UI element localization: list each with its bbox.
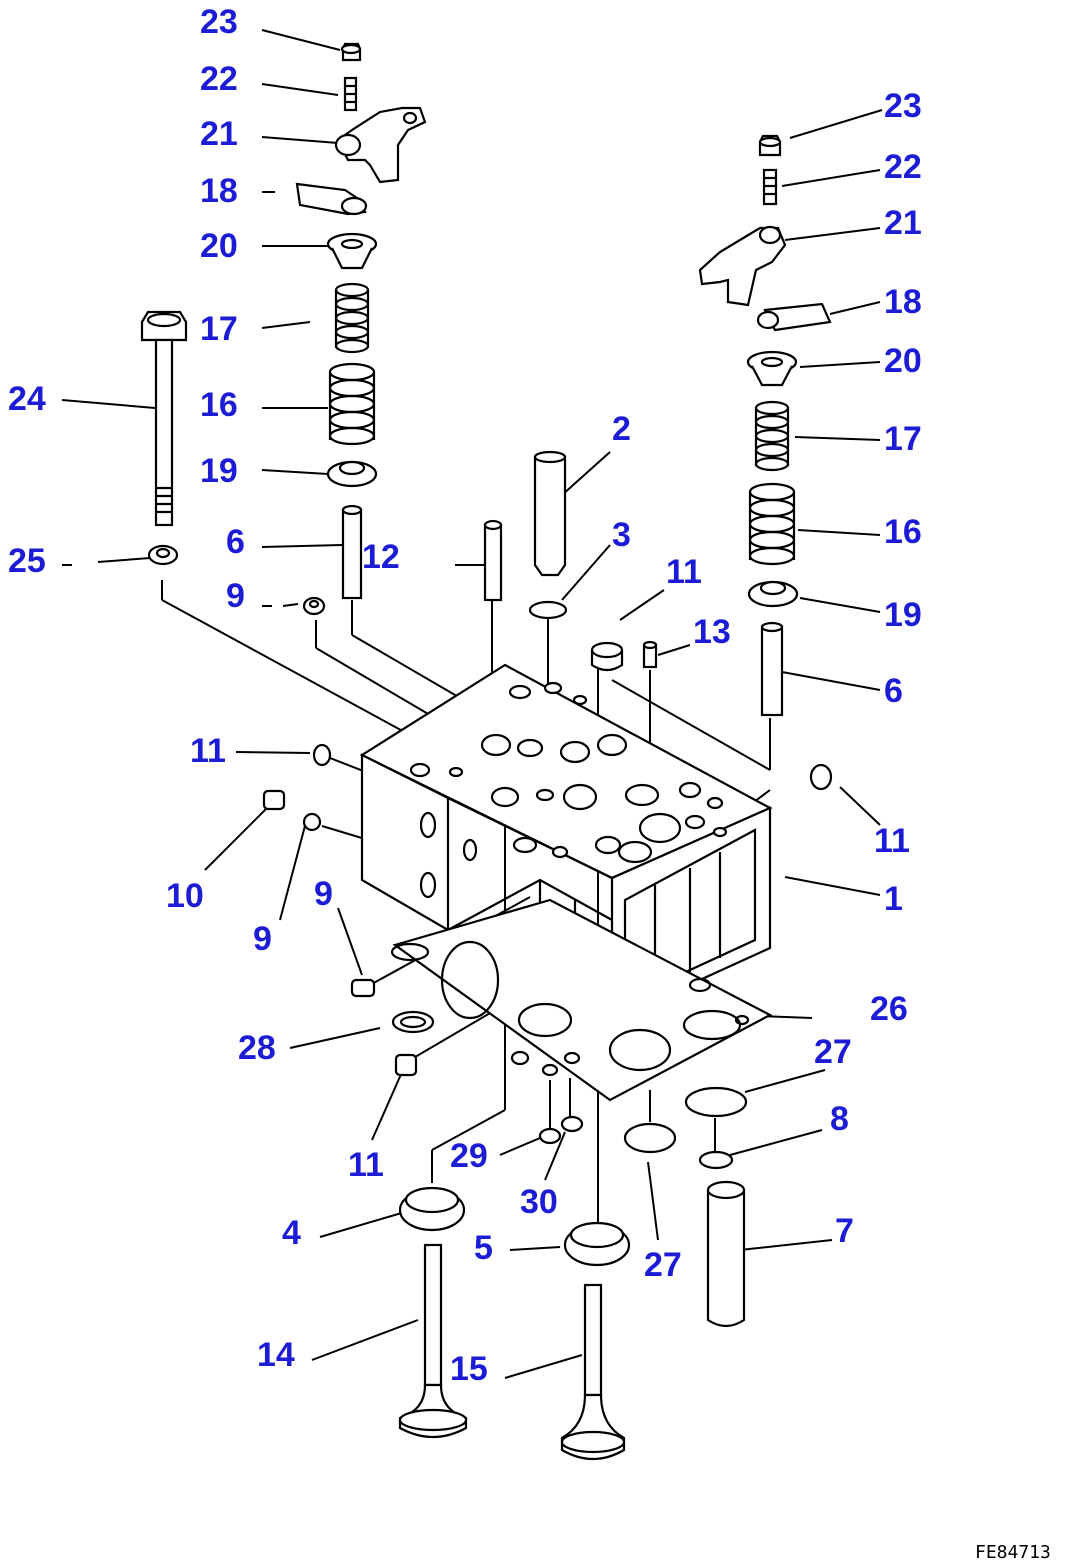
- ring-part-27-right: [684, 1086, 748, 1118]
- callout-5: 5: [474, 1229, 493, 1267]
- plug-part-11-left: [312, 743, 332, 767]
- callout-19-left: 19: [200, 452, 238, 490]
- callout-17-right: 17: [884, 420, 922, 458]
- callout-19-right: 19: [884, 596, 922, 634]
- callout-22-left: 22: [200, 60, 238, 98]
- outer-spring-part-16-left: [328, 362, 376, 446]
- plug-part-10: [262, 789, 286, 811]
- ring-part-27-left: [623, 1122, 677, 1154]
- right-valve-train: [698, 134, 832, 717]
- callout-13: 13: [693, 613, 731, 651]
- rocker-arm-part-21-left: [334, 106, 427, 184]
- callout-22-right: 22: [884, 148, 922, 186]
- washer-part-30: [560, 1115, 584, 1133]
- callout-21-right: 21: [884, 204, 922, 242]
- pin-part-12: [483, 519, 503, 602]
- valve-part-15: [560, 1283, 626, 1460]
- callout-29: 29: [450, 1137, 488, 1175]
- callout-11-left: 11: [190, 732, 226, 770]
- o-ring-part-3: [528, 600, 568, 620]
- callout-11-lower: 11: [348, 1146, 384, 1184]
- callout-10: 10: [166, 877, 204, 915]
- callout-26: 26: [870, 990, 908, 1028]
- rocker-shaft-part-18-left: [295, 182, 368, 216]
- callout-labels: 23 22 21 18 20 17 24 16 19 25 6 12 9 2 3…: [8, 3, 922, 1388]
- callout-30: 30: [520, 1183, 558, 1221]
- washer-part-29: [538, 1127, 562, 1145]
- rocker-arm-part-21-right: [698, 225, 787, 307]
- callout-3: 3: [612, 516, 631, 554]
- washer-part-25: [147, 544, 179, 566]
- callout-11-top: 11: [666, 553, 702, 591]
- callout-14: 14: [257, 1336, 295, 1374]
- callout-6-left: 6: [226, 523, 245, 561]
- head-gasket-part-26: [390, 898, 773, 1102]
- plug-part-9-lower: [350, 978, 376, 998]
- outer-spring-part-16-right: [748, 482, 796, 566]
- callout-23-left: 23: [200, 3, 238, 41]
- callout-27-left: 27: [644, 1246, 682, 1284]
- rocker-shaft-part-18-right: [756, 302, 832, 332]
- callout-18-left: 18: [200, 172, 238, 210]
- spring-seat-part-19-left: [326, 460, 378, 488]
- callout-4: 4: [282, 1214, 301, 1252]
- callout-7: 7: [835, 1212, 854, 1250]
- head-bolt-part-24: [140, 310, 188, 527]
- callout-23-right: 23: [884, 87, 922, 125]
- callout-2: 2: [612, 410, 631, 448]
- o-ring-part-8: [698, 1150, 734, 1170]
- plug-part-11-right: [809, 763, 833, 791]
- tube-part-7: [706, 1180, 746, 1328]
- spring-retainer-part-20-right: [746, 350, 798, 387]
- callout-25: 25: [8, 542, 46, 580]
- callout-9-mid: 9: [253, 920, 272, 958]
- callout-1: 1: [884, 880, 903, 918]
- cylinder-head-part-1: [359, 663, 773, 1102]
- dowel-part-13: [642, 640, 658, 669]
- spring-retainer-part-20-left: [326, 232, 378, 270]
- callout-24: 24: [8, 380, 46, 418]
- sleeve-part-2: [533, 450, 567, 577]
- callout-6-right: 6: [884, 672, 903, 710]
- callout-9-top: 9: [226, 577, 245, 615]
- callout-12: 12: [362, 538, 400, 576]
- left-valve-train: [140, 42, 658, 672]
- callout-11-right: 11: [874, 822, 910, 860]
- adjusting-screw-part-22-left: [343, 76, 358, 112]
- callout-16-left: 16: [200, 386, 238, 424]
- plug-part-9-mid: [302, 812, 322, 832]
- callout-27-right: 27: [814, 1033, 852, 1071]
- adjusting-screw-part-22-right: [762, 168, 778, 206]
- callout-15: 15: [450, 1350, 488, 1388]
- callout-21-left: 21: [200, 115, 238, 153]
- loose-parts: [262, 743, 833, 1460]
- callout-28: 28: [238, 1029, 276, 1067]
- callout-9-lower: 9: [314, 875, 333, 913]
- drawing-code: FE84713: [975, 1542, 1051, 1563]
- valve-seat-part-5: [563, 1221, 631, 1267]
- callout-17-left: 17: [200, 310, 238, 348]
- plug-part-11-top: [590, 641, 624, 672]
- valve-seat-part-4: [398, 1186, 466, 1232]
- callout-20-left: 20: [200, 227, 238, 265]
- callout-8: 8: [830, 1100, 849, 1138]
- valve-part-14: [398, 1243, 468, 1438]
- inner-spring-part-17-left: [334, 282, 370, 354]
- callout-20-right: 20: [884, 342, 922, 380]
- callout-18-right: 18: [884, 283, 922, 321]
- plug-part-9-top: [302, 596, 326, 616]
- plug-part-11-lower: [394, 1053, 418, 1077]
- callout-16-right: 16: [884, 513, 922, 551]
- nut-part-23-right: [758, 134, 782, 157]
- valve-guide-part-6-left: [341, 504, 363, 600]
- nut-part-23-left: [340, 42, 362, 62]
- spring-seat-part-19-right: [747, 580, 799, 608]
- valve-guide-part-6-right: [760, 621, 784, 717]
- inner-spring-part-17-right: [754, 400, 790, 472]
- ring-part-28: [391, 1010, 435, 1034]
